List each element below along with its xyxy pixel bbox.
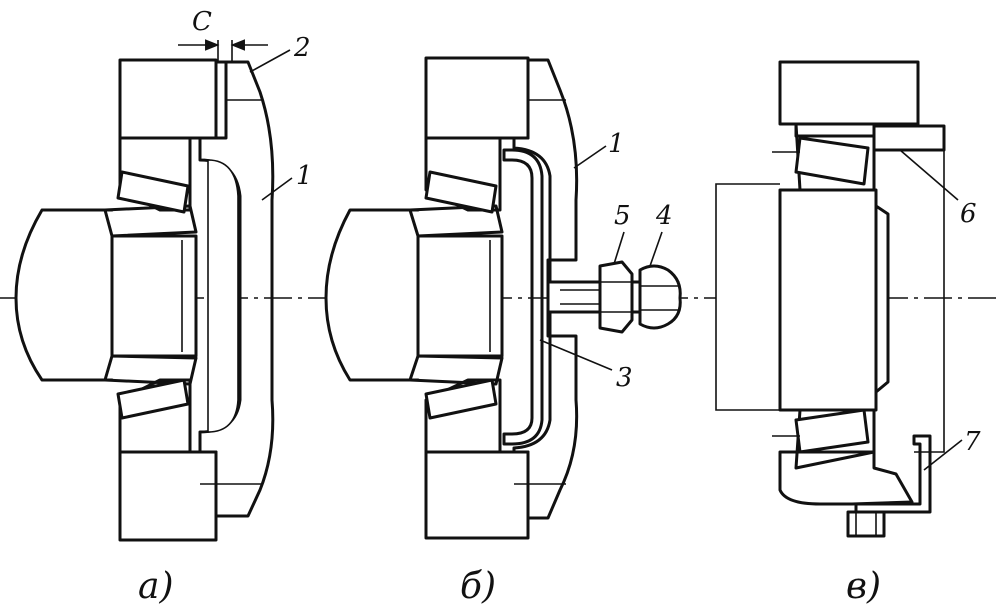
inner-ring-bottom-a: [103, 354, 198, 386]
roller-top-b: [424, 170, 498, 214]
lock-bolt: [846, 510, 886, 538]
caption-a: а): [138, 566, 174, 607]
shim-2-a: [214, 60, 228, 140]
lock-nut-5: [598, 260, 634, 334]
clearance-label: С: [192, 7, 212, 37]
shaft-body-a: [110, 234, 198, 358]
part-2-label: 2: [293, 33, 311, 63]
housing-bottom-a: [118, 450, 218, 542]
shaft-a: [14, 208, 114, 382]
part-7-label: 7: [964, 427, 981, 457]
housing-bottom-c: [778, 450, 914, 506]
housing-top-b: [424, 56, 530, 140]
housing-bottom-b: [424, 450, 530, 540]
caption-c: в): [846, 566, 881, 607]
roller-bottom-c: [794, 408, 870, 454]
shaft-body-c: [778, 188, 878, 412]
shaft-c: [715, 183, 780, 411]
lock-plate-7: [854, 434, 932, 514]
adjusting-ring-6: [872, 124, 946, 152]
panel-a: С 2 1 а): [14, 7, 313, 607]
pressure-washer-3: [502, 148, 544, 446]
part-3-label: 3: [616, 363, 633, 393]
roller-top-c: [794, 136, 870, 186]
roller-bottom-a: [116, 378, 190, 420]
shaft-b: [324, 208, 420, 382]
part-1-label-b: 1: [608, 129, 625, 159]
roller-bottom-b: [424, 378, 498, 420]
part-1-label-a: 1: [296, 161, 313, 191]
panel-b: 1 5 4 3 б): [324, 56, 682, 607]
roller-top-a: [116, 170, 190, 214]
part-5-label: 5: [614, 201, 631, 231]
part-4-label: 4: [655, 201, 673, 231]
housing-top-a: [118, 58, 218, 140]
shaft-body-b: [416, 234, 504, 358]
panel-c: 6 7 в): [715, 60, 981, 607]
caption-b: б): [460, 566, 496, 607]
cover-b: [512, 58, 579, 520]
part-6-label: 6: [960, 199, 977, 229]
